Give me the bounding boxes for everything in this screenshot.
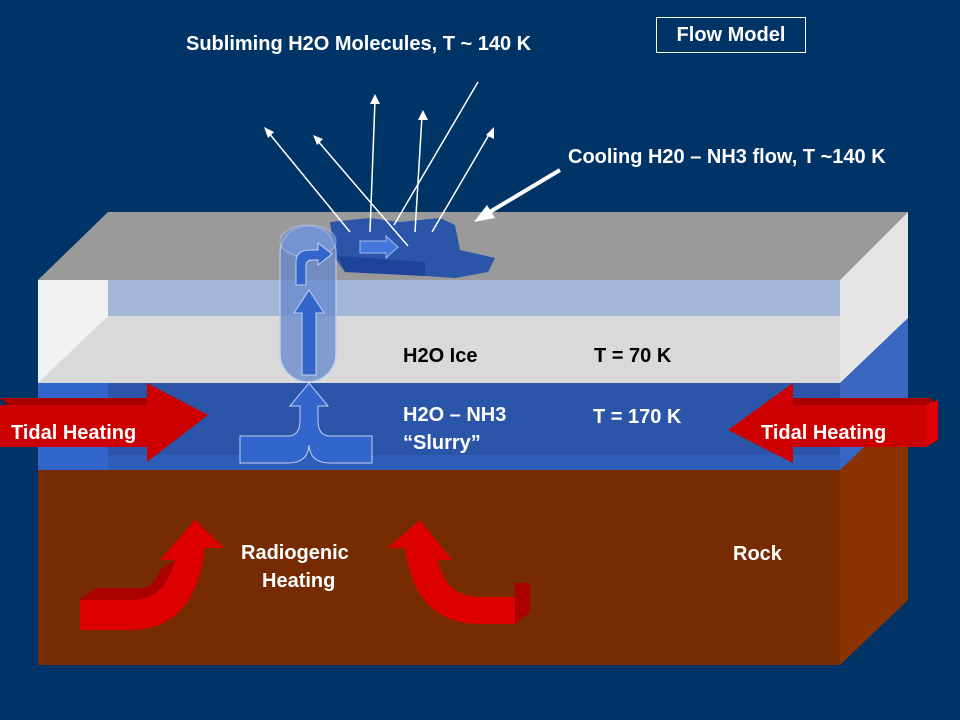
ice-layer-label: H2O Ice bbox=[403, 345, 478, 367]
slurry-label-line1: H2O – NH3 bbox=[403, 404, 507, 426]
cooling-flow-label: Cooling H20 – NH3 flow, T ~140 K bbox=[568, 146, 886, 168]
slide-title: Flow Model bbox=[656, 17, 806, 53]
radiogenic-label-line1: Radiogenic bbox=[241, 542, 349, 564]
ice-temperature-label: T = 70 K bbox=[594, 345, 672, 367]
radiogenic-arrow-left bbox=[80, 520, 224, 630]
tidal-heating-label-right: Tidal Heating bbox=[761, 422, 887, 444]
tidal-heating-arrow-left bbox=[0, 383, 208, 462]
tidal-heating-label-left: Tidal Heating bbox=[11, 422, 137, 444]
rock-label: Rock bbox=[733, 543, 782, 565]
slurry-label-line2: “Slurry” bbox=[403, 432, 481, 454]
radiogenic-arrow-right bbox=[388, 520, 530, 624]
surface-flow-patch bbox=[330, 218, 495, 278]
plume-conduit bbox=[279, 224, 337, 383]
subliming-label: Subliming H2O Molecules, T ~ 140 K bbox=[186, 33, 532, 55]
slurry-temperature-label: T = 170 K bbox=[593, 406, 682, 428]
cooling-pointer-arrow bbox=[474, 168, 562, 222]
slurry-feed-arrow bbox=[239, 382, 373, 464]
tidal-heating-arrow-right bbox=[728, 383, 938, 463]
radiogenic-label-line2: Heating bbox=[262, 570, 336, 592]
sublimation-arrows bbox=[264, 81, 494, 247]
